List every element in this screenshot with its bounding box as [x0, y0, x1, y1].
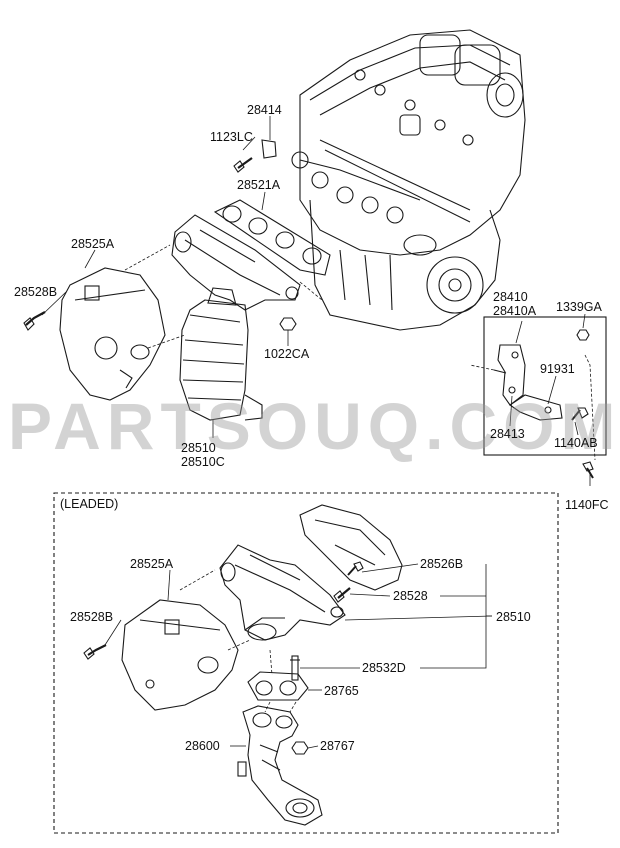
part-label-1123lc[interactable]: 1123LC	[210, 130, 253, 144]
part-label-lower-28525a[interactable]: 28525A	[130, 557, 174, 571]
part-label-28414[interactable]: 28414	[247, 103, 282, 117]
part-label-lower-28767[interactable]: 28767	[320, 739, 355, 753]
part-label-1339ga[interactable]: 1339GA	[556, 300, 602, 314]
part-label-28528b[interactable]: 28528B	[14, 285, 58, 299]
upper-manifold	[171, 214, 301, 421]
nut-28767	[291, 741, 309, 755]
part-label-91931[interactable]: 91931	[540, 362, 575, 376]
part-label-28410[interactable]: 28410	[493, 290, 528, 304]
part-label-lower-28526b[interactable]: 28526B	[420, 557, 464, 571]
part-label-lower-28532d[interactable]: 28532D	[362, 661, 406, 675]
gasket-28521a	[213, 199, 331, 276]
part-label-1022ca[interactable]: 1022CA	[264, 347, 310, 361]
part-label-lower-28510[interactable]: 28510	[496, 610, 531, 624]
part-label-28521a[interactable]: 28521A	[237, 178, 281, 192]
leaded-box	[53, 492, 559, 834]
upper-heat-shield	[59, 267, 166, 401]
lower-heat-shield	[121, 599, 239, 711]
bracket-box	[483, 316, 607, 456]
part-label-lower-28765[interactable]: 28765	[324, 684, 359, 698]
part-label-1140ab[interactable]: 1140AB	[554, 436, 598, 450]
part-label-lower-28528b[interactable]: 28528B	[70, 610, 114, 624]
part-label-1140fc[interactable]: 1140FC	[565, 498, 609, 512]
part-label-28525a[interactable]: 28525A	[71, 237, 115, 251]
part-label-28510c[interactable]: 28510C	[181, 455, 225, 469]
engine-illustration	[291, 29, 526, 331]
stud-28532d	[290, 655, 300, 681]
part-label-lower-28528[interactable]: 28528	[393, 589, 428, 603]
part-label-28410a[interactable]: 28410A	[493, 304, 537, 318]
leader-lines	[41, 116, 596, 749]
gasket-28765	[247, 671, 309, 701]
part-label-28413[interactable]: 28413	[490, 427, 525, 441]
fasteners	[23, 139, 594, 660]
lower-heat-shield-28526b	[299, 504, 403, 591]
part-label-lower-28600[interactable]: 28600	[185, 739, 220, 753]
watermark: PARTSOUQ.COM	[8, 389, 620, 463]
section-title-leaded: (LEADED)	[60, 497, 119, 511]
lower-manifold	[219, 544, 346, 641]
front-pipe-28600	[237, 705, 323, 826]
part-label-28510[interactable]: 28510	[181, 441, 216, 455]
